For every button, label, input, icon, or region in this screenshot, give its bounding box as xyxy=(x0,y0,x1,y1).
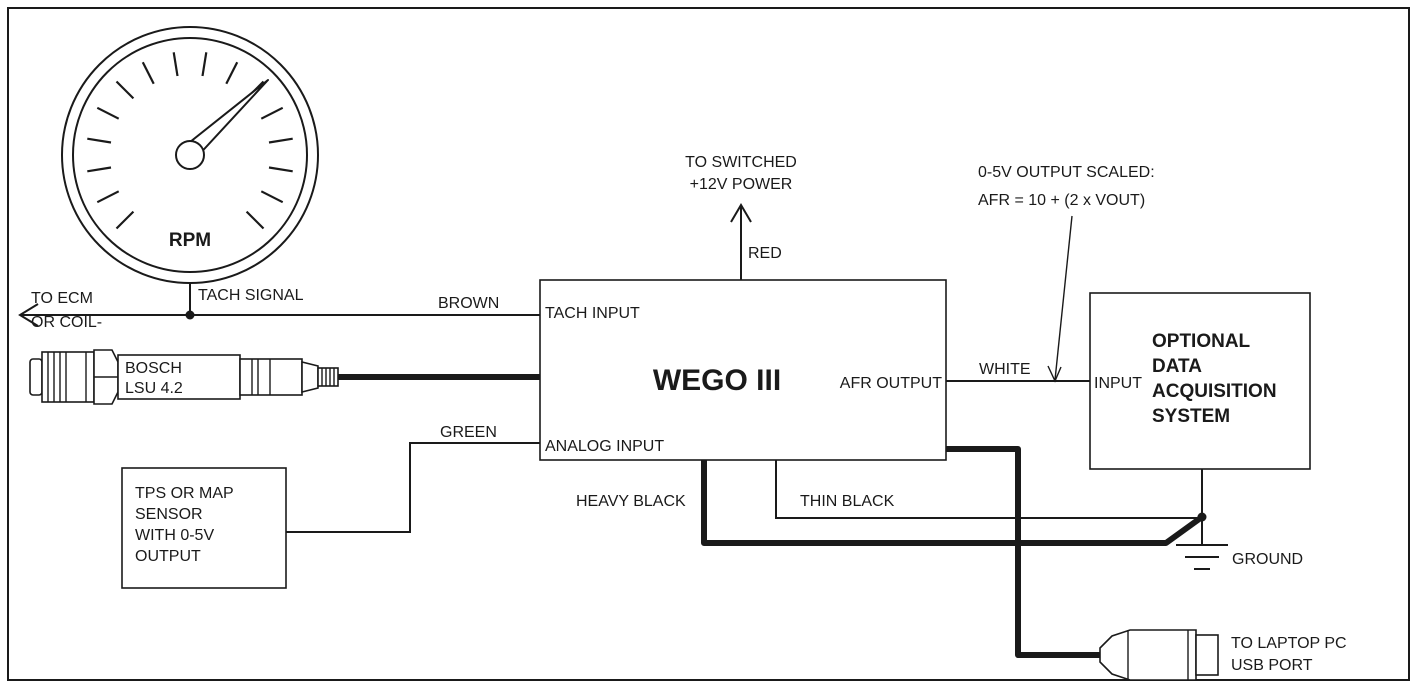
gauge-tick xyxy=(87,137,112,144)
power-label-line1: TO SWITCHED xyxy=(685,154,797,171)
tps-label-line1: TPS OR MAP xyxy=(135,485,234,502)
gauge-tick xyxy=(115,80,135,100)
tach-input-label: TACH INPUT xyxy=(545,305,640,322)
ecm-label-line1: TO ECM xyxy=(31,290,93,307)
thin-black-label: THIN BLACK xyxy=(800,493,895,510)
tachometer-gauge: RPM xyxy=(61,26,319,284)
usb-plug-icon xyxy=(1099,629,1219,681)
gauge-tick xyxy=(96,106,120,120)
gauge-tick xyxy=(201,52,208,77)
power-label-line2: +12V POWER xyxy=(690,176,793,193)
gauge-tick xyxy=(172,52,179,77)
tps-label-line2: SENSOR xyxy=(135,506,203,523)
gauge-hub xyxy=(175,140,205,170)
scaling-label-line2: AFR = 10 + (2 x VOUT) xyxy=(978,192,1145,209)
daq-label-line2: DATA xyxy=(1152,356,1202,377)
analog-input-label: ANALOG INPUT xyxy=(545,438,664,455)
heavy-black-label: HEAVY BLACK xyxy=(576,493,686,510)
daq-label-line1: OPTIONAL xyxy=(1152,331,1251,352)
daq-unit xyxy=(1089,292,1311,470)
green-wire xyxy=(286,442,540,533)
wego-title: WEGO III xyxy=(653,364,781,397)
green-wire-label: GREEN xyxy=(440,424,497,441)
tps-sensor-box xyxy=(121,467,287,589)
gauge-tick xyxy=(268,137,293,144)
ecm-label-line2: OR COIL- xyxy=(31,314,102,331)
daq-label-line3: ACQUISITION xyxy=(1152,381,1277,402)
gauge-tick xyxy=(245,210,265,230)
gauge-ticks xyxy=(87,52,293,230)
tach-junction-dot xyxy=(185,310,195,320)
gauge-tick xyxy=(268,166,293,173)
gauge-tick xyxy=(87,166,112,173)
tps-label-line4: OUTPUT xyxy=(135,548,201,565)
gauge-tick xyxy=(225,61,239,85)
daq-input-label: INPUT xyxy=(1094,375,1142,392)
ground-symbol xyxy=(1176,544,1228,570)
gauge-tick xyxy=(115,210,135,230)
tach-signal-label: TACH SIGNAL xyxy=(198,287,304,304)
daq-label-line4: SYSTEM xyxy=(1152,406,1230,427)
usb-label-line2: USB PORT xyxy=(1231,657,1313,674)
tps-label-line3: WITH 0-5V xyxy=(135,527,214,544)
sensor-label-line2: LSU 4.2 xyxy=(125,380,183,397)
heavy-black-wire xyxy=(701,460,1204,546)
ecm-arrow-head xyxy=(18,303,39,327)
white-wire-label: WHITE xyxy=(979,361,1031,378)
oxygen-sensor: BOSCH LSU 4.2 xyxy=(29,349,339,405)
gauge-tick xyxy=(260,190,284,204)
thin-black-wire xyxy=(775,460,1202,519)
brown-wire-label: BROWN xyxy=(438,295,499,312)
red-wire-label: RED xyxy=(748,245,782,262)
usb-label-line1: TO LAPTOP PC xyxy=(1231,635,1347,652)
power-arrow-head xyxy=(730,203,752,223)
usb-cable xyxy=(946,446,1108,658)
gauge-label: RPM xyxy=(169,230,211,251)
ground-label: GROUND xyxy=(1232,551,1303,568)
scaling-label-line1: 0-5V OUTPUT SCALED: xyxy=(978,164,1155,181)
gauge-tick xyxy=(96,190,120,204)
scaling-pointer xyxy=(1054,215,1073,381)
wego-unit xyxy=(539,279,947,461)
ground-junction-dot xyxy=(1197,512,1207,522)
gauge-tick xyxy=(141,61,155,85)
sensor-label-line1: BOSCH xyxy=(125,360,182,377)
afr-output-label: AFR OUTPUT xyxy=(840,375,942,392)
gauge-tick xyxy=(260,106,284,120)
